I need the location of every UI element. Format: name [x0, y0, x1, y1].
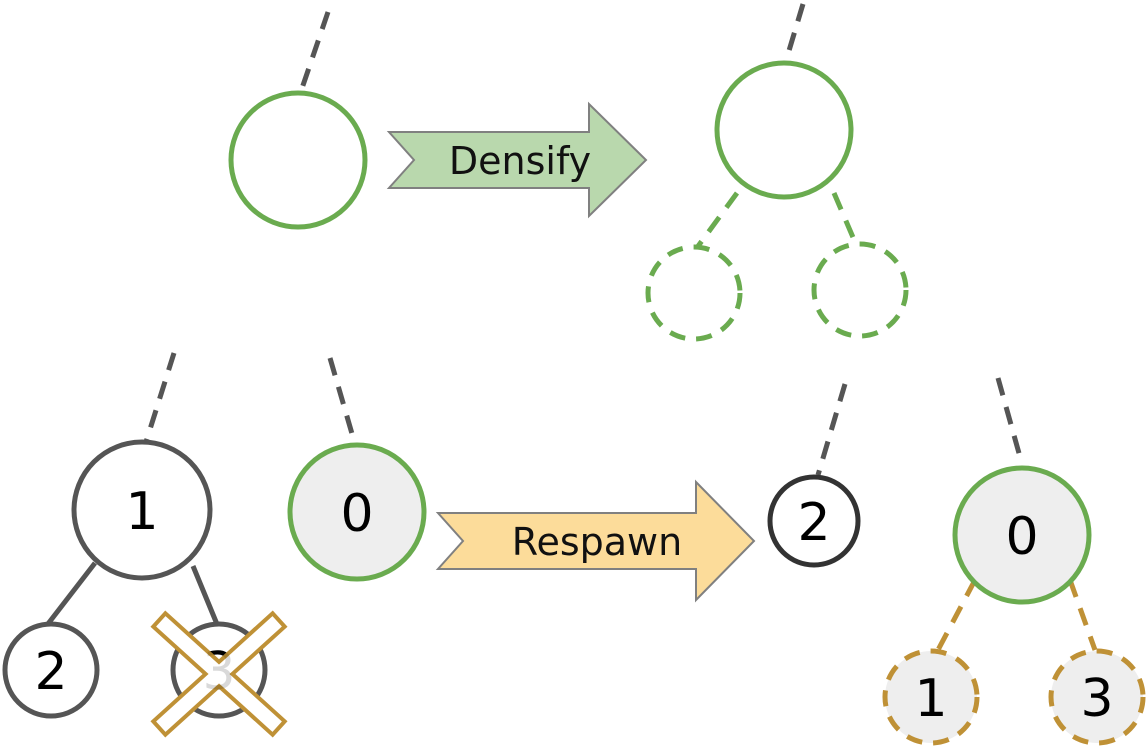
- after-single-parent-edge: [815, 383, 848, 476]
- after-tree-root-label: 0: [1005, 507, 1038, 567]
- densify-source-node-group: [228, 11, 368, 230]
- after-tree-left-edge: [935, 578, 978, 652]
- before-tree-left-child-label: 2: [34, 642, 67, 702]
- densified-left-edge: [693, 191, 740, 251]
- before-tree-right-edge: [190, 565, 222, 630]
- before-tree-left-edge: [42, 561, 97, 631]
- after-single-node-group: 2: [767, 383, 861, 568]
- densified-right-child-node: [811, 241, 909, 339]
- before-tree: 1 2 3 3: [2, 352, 288, 738]
- densified-root-node: [714, 60, 854, 200]
- before-single-node: [287, 442, 427, 582]
- densify-source-parent-edge: [295, 11, 331, 101]
- before-single-node-group: 0: [287, 357, 427, 582]
- after-single-label: 2: [797, 493, 830, 553]
- respawn-arrow-shape: [435, 479, 756, 603]
- densified-left-child-node: [645, 244, 743, 342]
- densify-arrow: Densify: [386, 101, 648, 219]
- densify-arrow-label: Densify: [449, 139, 591, 183]
- respawn-arrow-label: Respawn: [512, 520, 682, 564]
- before-tree-parent-edge: [143, 352, 177, 443]
- densify-source-node: [228, 90, 368, 230]
- before-single-parent-edge: [327, 357, 358, 445]
- before-tree-root-node: [71, 439, 213, 581]
- before-tree-right-child-label-overlay: 3: [202, 642, 235, 702]
- densify-arrow-shape: [386, 101, 648, 219]
- after-tree-right-child-node: [1048, 648, 1146, 746]
- densified-right-edge: [831, 192, 861, 250]
- after-tree-left-child-node: [882, 648, 980, 746]
- before-tree-left-child-node: [2, 621, 100, 719]
- after-single-node: [767, 474, 861, 568]
- densified-tree: [645, 3, 909, 342]
- x-mark-icon: [150, 610, 288, 738]
- after-tree-left-child-label: 1: [914, 669, 947, 729]
- before-tree-root-label: 1: [125, 482, 158, 542]
- densified-root-parent-edge: [782, 3, 806, 65]
- before-single-label: 0: [340, 484, 373, 544]
- respawn-arrow: Respawn: [435, 479, 756, 603]
- after-tree-root-node: [952, 465, 1092, 605]
- after-tree-right-child-label: 3: [1080, 669, 1113, 729]
- after-tree-parent-edge: [995, 377, 1025, 465]
- after-tree: 0 1 3: [882, 377, 1146, 746]
- after-tree-right-edge: [1067, 579, 1098, 651]
